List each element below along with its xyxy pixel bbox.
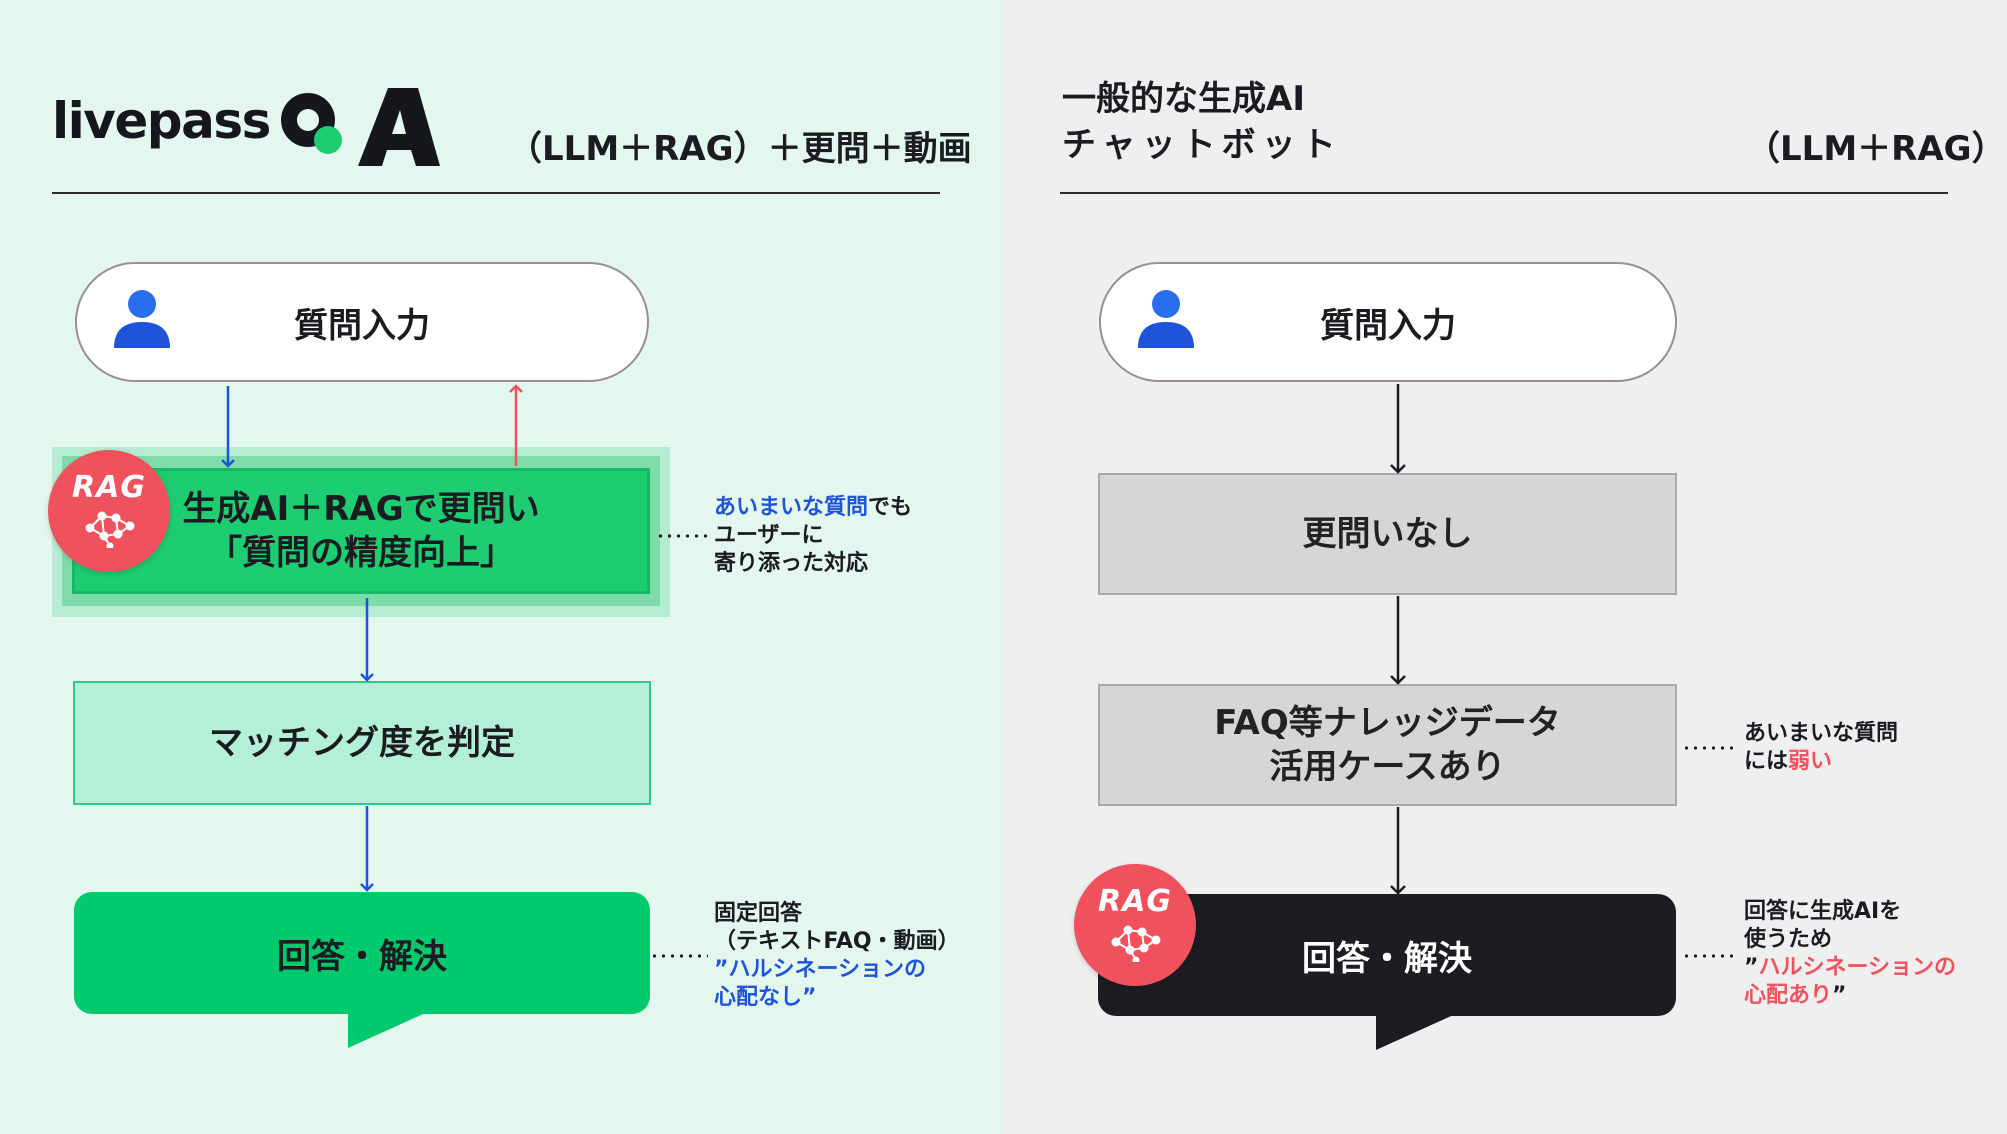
note2-line1: 固定回答 xyxy=(714,901,803,926)
left-answer-label: 回答・解決 xyxy=(277,936,447,977)
right-question-input: 質問入力 xyxy=(1099,262,1677,382)
right-note1-prefix: には xyxy=(1744,749,1789,774)
right-step2-line2: 活用ケースあり xyxy=(1269,747,1506,787)
left-divider xyxy=(52,192,940,194)
right-note1-highlight: 弱い xyxy=(1788,749,1833,774)
right-note1-line1: あいまいな質問 xyxy=(1744,721,1899,746)
right-heading-line1: 一般的な生成AI xyxy=(1062,79,1305,119)
user-icon xyxy=(1138,290,1194,348)
right-input-label: 質問入力 xyxy=(1320,305,1456,346)
left-note-fixed-answer: 固定回答 （テキストFAQ・動画） ”ハルシネーションの 心配なし” xyxy=(714,900,960,1012)
right-note2-leader xyxy=(1682,954,1734,958)
matching-step: マッチング度を判定 xyxy=(73,681,651,805)
note2-line4: 心配なし” xyxy=(714,985,817,1010)
left-note-ambiguous: あいまいな質問でも ユーザーに 寄り添った対応 xyxy=(714,494,912,578)
right-note2-line3: ハルシネーションの xyxy=(1758,955,1957,980)
note1-line2: ユーザーに xyxy=(714,523,824,548)
right-note2-line4: 心配あり xyxy=(1744,983,1833,1008)
user-icon xyxy=(114,290,170,348)
step1-line2: 「質問の精度向上」 xyxy=(208,533,514,573)
note1-rest: でも xyxy=(868,495,913,520)
right-note2-line1: 回答に生成AIを xyxy=(1744,899,1902,924)
rag-badge-label: RAG xyxy=(72,470,146,505)
note1-highlight: あいまいな質問 xyxy=(714,495,869,520)
right-step1-label: 更問いなし xyxy=(1302,514,1473,554)
right-note2-line2: 使うため xyxy=(1744,927,1833,952)
note2-line3: ”ハルシネーションの xyxy=(714,957,927,982)
right-divider xyxy=(1060,192,1948,194)
rag-network-icon xyxy=(85,511,135,548)
right-note1-leader xyxy=(1682,746,1734,750)
left-answer-bubble: 回答・解決 xyxy=(74,892,650,1014)
note2-leader xyxy=(650,954,708,958)
faq-knowledge-step: FAQ等ナレッジデータ 活用ケースあり xyxy=(1098,684,1677,806)
qa-logo-mark-icon xyxy=(281,88,440,166)
right-note-hallucination: 回答に生成AIを 使うため ”ハルシネーションの 心配あり” xyxy=(1744,898,1956,1010)
speech-bubble-tail xyxy=(348,1010,432,1048)
rag-badge-label: RAG xyxy=(1098,884,1172,919)
note2-line2: （テキストFAQ・動画） xyxy=(714,929,960,954)
step1-line1: 生成AI＋RAGで更問い xyxy=(182,489,540,529)
left-input-label: 質問入力 xyxy=(294,305,430,346)
right-heading-line2: チャットボット xyxy=(1062,125,1342,165)
left-rag-badge: RAG xyxy=(48,450,170,572)
note1-line3: 寄り添った対応 xyxy=(714,551,869,576)
right-note-ambiguous: あいまいな質問 には弱い xyxy=(1744,720,1898,776)
right-note2-quote-open: ” xyxy=(1744,955,1759,980)
right-answer-label: 回答・解決 xyxy=(1302,938,1472,979)
right-note2-quote-close: ” xyxy=(1832,983,1847,1008)
left-heading: （LLM＋RAG）＋更問＋動画 xyxy=(508,129,972,169)
logo-wordmark: livepass xyxy=(52,92,271,150)
left-question-input: 質問入力 xyxy=(75,262,649,382)
step2-label: マッチング度を判定 xyxy=(209,723,515,763)
rag-clarify-step: 生成AI＋RAGで更問い 「質問の精度向上」 xyxy=(72,468,650,594)
right-step2-line1: FAQ等ナレッジデータ xyxy=(1214,703,1561,743)
livepass-qa-logo: livepass xyxy=(52,80,440,180)
right-rag-badge: RAG xyxy=(1074,864,1196,986)
no-clarify-step: 更問いなし xyxy=(1098,473,1677,595)
speech-bubble-tail xyxy=(1376,1012,1460,1050)
note1-leader xyxy=(656,534,708,538)
rag-network-icon xyxy=(1111,925,1161,962)
right-heading-right: （LLM＋RAG） xyxy=(1746,129,2006,169)
